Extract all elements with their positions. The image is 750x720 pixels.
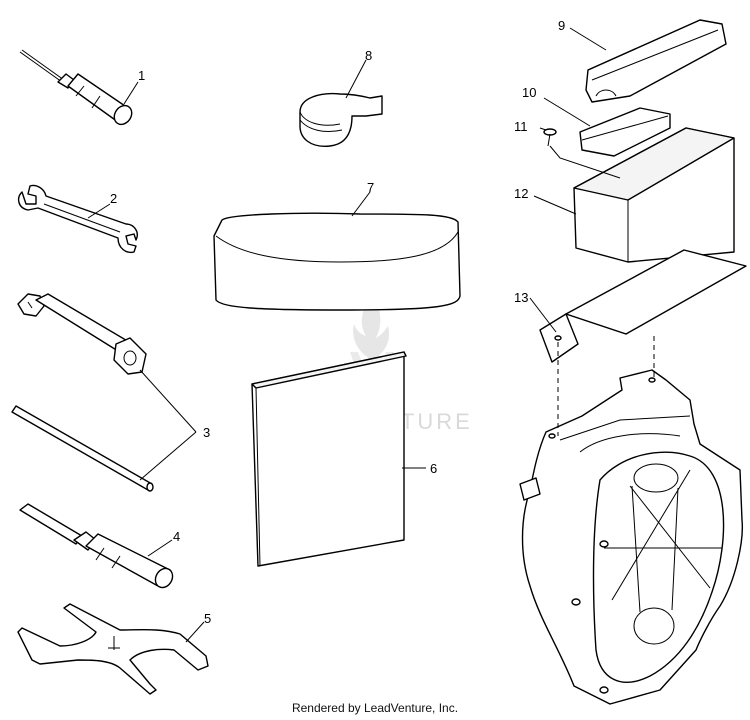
part-13-bracket [539,249,747,363]
callout-5: 5 [204,611,211,626]
part-6-manual [251,351,407,567]
callout-6: 6 [430,461,437,476]
leader-12 [533,195,577,215]
part-7-tool-pouch [213,212,461,311]
leader-7 [351,191,371,217]
part-10-pad [579,107,671,157]
callout-2: 2 [110,191,117,206]
callout-7: 7 [367,180,374,195]
leader-11b [549,145,621,179]
callout-11: 11 [514,119,528,134]
callout-9: 9 [558,18,565,33]
leader-8 [345,59,367,99]
part-5-holder-tool [17,603,209,695]
leader-13 [529,297,557,333]
callout-4: 4 [173,529,180,544]
leader-lines [87,27,655,643]
part-12-box [573,127,735,263]
callout-10: 10 [522,85,536,100]
callout-8: 8 [365,48,372,63]
part-11-screw [543,128,557,147]
leader-11a [539,127,547,131]
callouts: 1 2 3 4 5 6 7 8 9 10 11 12 13 [110,18,565,626]
callout-13: 13 [514,290,528,305]
leader-1 [123,81,139,105]
leader-3b [139,431,197,481]
footer-credit: Rendered by LeadVenture, Inc. [291,701,459,715]
part-8-strap [299,92,383,147]
leader-9 [569,27,607,51]
leader-3a [139,369,197,433]
callout-3: 3 [203,425,210,440]
leader-2 [87,203,111,219]
part-4-screwdriver [19,503,174,589]
callout-12: 12 [514,186,528,201]
part-9-cover [585,19,727,103]
part-3-socket-tool [17,293,147,375]
leader-4 [147,539,173,557]
callout-1: 1 [138,68,145,83]
leader-5 [185,621,205,643]
part-1-screwdriver [19,49,133,126]
part-3-tommy-bar [11,405,154,492]
part-2-wrench [17,184,138,254]
housing [519,369,744,705]
leader-10 [543,97,591,127]
